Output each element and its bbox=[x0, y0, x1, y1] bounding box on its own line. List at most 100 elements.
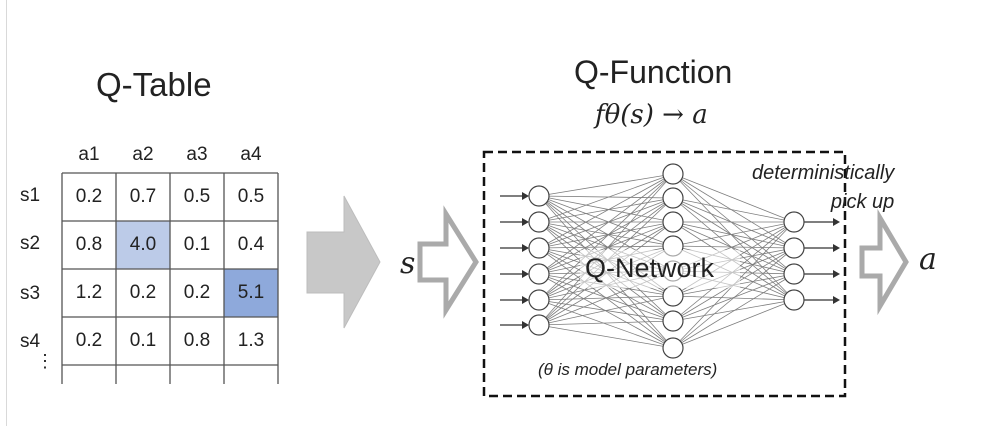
q-table-ellipsis: ⋮ bbox=[36, 351, 54, 371]
input-state-symbol: s bbox=[400, 246, 416, 281]
output-action-symbol: a bbox=[919, 242, 937, 277]
q-table-row-header-s3: s3 bbox=[20, 283, 41, 304]
deterministic-note-line1: deterministically bbox=[752, 162, 895, 184]
deterministic-pick-note: deterministically pick up bbox=[752, 159, 894, 217]
left-border bbox=[6, 0, 7, 426]
network-connection bbox=[538, 221, 674, 247]
network-connection bbox=[538, 195, 674, 199]
q-table-cell-highlight-strong bbox=[224, 269, 278, 317]
q-table-cell: 0.2 bbox=[129, 282, 157, 303]
network-output-arrow-head bbox=[833, 218, 840, 226]
q-table-cell: 4.0 bbox=[129, 234, 157, 255]
network-connection bbox=[672, 221, 795, 249]
q-table-row-header-s1: s1 bbox=[20, 185, 41, 206]
network-connection bbox=[538, 273, 674, 349]
network-connection bbox=[538, 173, 674, 249]
network-connection bbox=[672, 173, 795, 301]
network-connection bbox=[538, 245, 674, 249]
network-connection bbox=[538, 295, 674, 326]
network-connection bbox=[538, 221, 674, 275]
network-connection bbox=[538, 320, 674, 326]
network-input-arrow-head bbox=[522, 244, 529, 252]
q-table-cell: 0.4 bbox=[237, 234, 265, 255]
network-input-arrow-head bbox=[522, 296, 529, 304]
network-node bbox=[662, 310, 684, 332]
q-table-cell: 0.2 bbox=[183, 282, 211, 303]
deterministic-note-line2: pick up bbox=[830, 191, 895, 213]
q-table-cell: 0.8 bbox=[75, 234, 103, 255]
network-connection bbox=[672, 173, 795, 275]
network-output-arrow-head bbox=[833, 270, 840, 278]
network-node bbox=[783, 263, 805, 285]
network-connection bbox=[672, 197, 795, 223]
q-table-row-header-s2: s2 bbox=[20, 233, 41, 254]
q-table-cell: 0.1 bbox=[129, 330, 157, 351]
network-label-backdrop bbox=[580, 250, 740, 288]
q-table-cell: 0.1 bbox=[183, 234, 211, 255]
network-connection bbox=[672, 221, 795, 275]
big-arrow-shape bbox=[306, 195, 381, 329]
network-node bbox=[528, 237, 550, 259]
network-connection bbox=[538, 195, 674, 223]
network-connection bbox=[538, 195, 674, 247]
network-connection bbox=[672, 299, 795, 349]
q-table-title: Q-Table bbox=[96, 66, 212, 103]
network-node bbox=[528, 185, 550, 207]
input-arrow-shape bbox=[417, 205, 479, 319]
network-node bbox=[783, 289, 805, 311]
q-table-cell: 0.7 bbox=[129, 186, 157, 207]
q-table-cell: 1.2 bbox=[75, 282, 103, 303]
q-table-cell: 0.8 bbox=[183, 330, 211, 351]
theta-parameters-note: (θ is model parameters) bbox=[538, 360, 718, 379]
q-table-col-header-a2: a2 bbox=[132, 144, 154, 165]
network-input-arrow-head bbox=[522, 321, 529, 329]
network-connection bbox=[538, 173, 674, 223]
q-function-formula: fθ(s) → a bbox=[595, 100, 708, 130]
q-table-cell-highlight-light bbox=[116, 221, 170, 269]
network-connection bbox=[672, 197, 795, 249]
network-connection bbox=[672, 197, 795, 275]
network-output-arrow-head bbox=[833, 296, 840, 304]
network-connection bbox=[538, 173, 674, 326]
q-table-col-header-a1: a1 bbox=[78, 144, 100, 165]
network-connection bbox=[672, 173, 795, 249]
network-connection bbox=[672, 245, 795, 249]
network-connection bbox=[672, 221, 795, 247]
q-function-title: Q-Function bbox=[574, 54, 733, 90]
network-node bbox=[783, 237, 805, 259]
network-connection bbox=[538, 273, 674, 322]
network-node bbox=[528, 314, 550, 336]
network-node bbox=[528, 211, 550, 233]
q-table-cell: 1.3 bbox=[237, 330, 265, 351]
network-input-arrow-head bbox=[522, 218, 529, 226]
network-node bbox=[662, 337, 684, 359]
network-connection bbox=[672, 173, 795, 223]
network-node bbox=[662, 163, 684, 185]
network-node bbox=[662, 187, 684, 209]
q-table-cell: 0.5 bbox=[183, 186, 211, 207]
network-node bbox=[528, 263, 550, 285]
network-connection bbox=[538, 221, 674, 249]
network-node bbox=[662, 285, 684, 307]
network-connection bbox=[672, 299, 795, 322]
output-arrow-shape bbox=[859, 208, 909, 316]
network-connection bbox=[672, 197, 795, 301]
network-connection bbox=[538, 197, 674, 223]
network-node bbox=[528, 289, 550, 311]
network-connection bbox=[538, 173, 674, 275]
network-connection bbox=[672, 273, 795, 349]
network-node bbox=[783, 211, 805, 233]
network-output-arrow-head bbox=[833, 244, 840, 252]
q-table-grid bbox=[61, 172, 279, 384]
q-table-cell: 5.1 bbox=[237, 282, 265, 303]
network-input-arrow-head bbox=[522, 270, 529, 278]
network-input-arrow-head bbox=[522, 192, 529, 200]
network-connection bbox=[672, 247, 795, 349]
q-table-col-header-a4: a4 bbox=[240, 144, 262, 165]
network-connection bbox=[538, 197, 674, 275]
network-connection bbox=[538, 173, 674, 301]
network-connection bbox=[538, 324, 674, 349]
network-connection bbox=[538, 173, 674, 197]
q-network-graph bbox=[500, 163, 840, 359]
